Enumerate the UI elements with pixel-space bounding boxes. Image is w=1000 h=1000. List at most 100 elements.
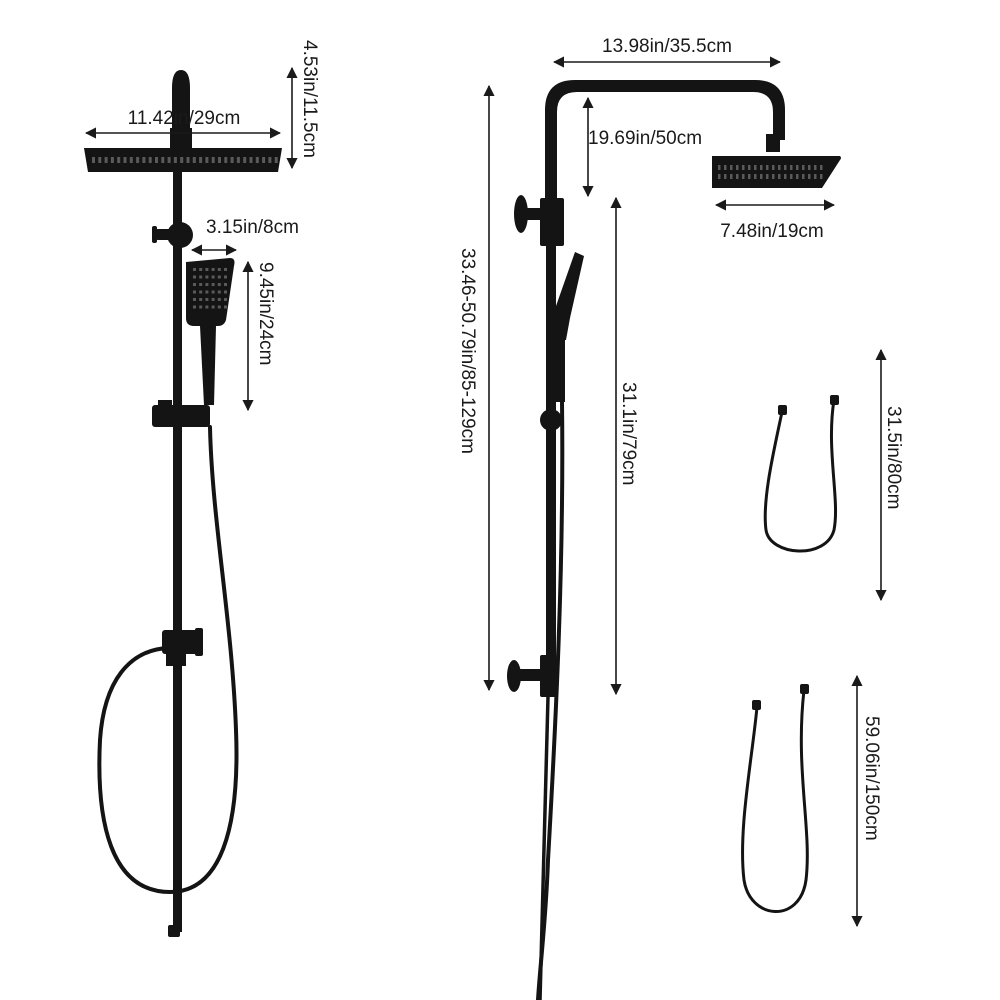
nozzle-hole bbox=[205, 283, 209, 286]
nozzle-hole bbox=[193, 305, 196, 309]
nozzle-hole bbox=[211, 283, 215, 286]
nozzle-hole bbox=[98, 157, 102, 163]
front-diverter-knob bbox=[152, 222, 193, 248]
nozzle-hole bbox=[724, 165, 727, 170]
nozzle-hole bbox=[736, 165, 739, 170]
nozzle-hole bbox=[193, 298, 196, 301]
side-rain-shower-head bbox=[712, 156, 841, 188]
nozzle-hole bbox=[199, 268, 203, 271]
nozzle-hole bbox=[211, 268, 215, 271]
nozzle-hole bbox=[820, 174, 823, 179]
nozzle-hole bbox=[802, 174, 805, 179]
short-hose-end-right bbox=[830, 395, 839, 405]
nozzle-hole bbox=[199, 283, 203, 286]
long-hose-dimension: 59.06in/150cm bbox=[851, 674, 882, 928]
nozzle-hole bbox=[766, 174, 769, 179]
long-hose-end-right bbox=[800, 684, 809, 694]
nozzle-hole bbox=[205, 298, 209, 301]
nozzle-hole bbox=[249, 157, 253, 163]
nozzle-hole bbox=[192, 157, 196, 163]
nozzle-hole bbox=[243, 157, 247, 163]
nozzle-hole bbox=[274, 157, 278, 163]
nozzle-hole bbox=[224, 290, 227, 294]
nozzle-hole bbox=[772, 174, 775, 179]
nozzle-hole bbox=[230, 157, 234, 163]
nozzle-hole bbox=[808, 165, 811, 170]
front-hose-end bbox=[168, 925, 180, 937]
nozzle-hole bbox=[180, 157, 184, 163]
nozzle-hole bbox=[760, 165, 763, 170]
side-dimensions: 13.98in/35.5cm 19.69in/50cm 7.48in/19cm … bbox=[457, 36, 836, 696]
nozzle-hole bbox=[167, 157, 171, 163]
nozzle-hole bbox=[790, 165, 793, 170]
nozzle-hole bbox=[772, 165, 775, 170]
side-hose-drop bbox=[538, 695, 550, 1000]
nozzle-hole bbox=[205, 157, 209, 163]
nozzle-hole bbox=[199, 298, 203, 301]
nozzle-hole bbox=[205, 290, 209, 294]
nozzle-hole bbox=[796, 165, 799, 170]
nozzle-hole bbox=[117, 157, 121, 163]
nozzle-hole bbox=[155, 157, 158, 163]
nozzle-hole bbox=[217, 268, 221, 271]
label-arm-drop: 19.69in/50cm bbox=[588, 128, 702, 149]
nozzle-hole bbox=[718, 174, 721, 179]
label-handheld-width: 3.15in/8cm bbox=[206, 217, 299, 238]
nozzle-hole bbox=[224, 298, 227, 301]
nozzle-hole bbox=[224, 283, 227, 286]
nozzle-hole bbox=[790, 174, 793, 179]
label-front-head-width: 11.42in/29cm bbox=[128, 108, 241, 129]
nozzle-hole bbox=[255, 157, 259, 163]
label-long-hose: 59.06in/150cm bbox=[861, 716, 882, 841]
nozzle-hole bbox=[754, 174, 757, 179]
nozzle-hole bbox=[262, 157, 266, 163]
nozzle-hole bbox=[736, 174, 739, 179]
short-hose-dimension: 31.5in/80cm bbox=[875, 348, 904, 602]
nozzle-hole bbox=[766, 165, 769, 170]
nozzle-hole bbox=[211, 298, 215, 301]
nozzle-hole bbox=[123, 157, 127, 163]
front-hose-connector bbox=[162, 628, 203, 666]
nozzle-hole bbox=[211, 305, 215, 309]
nozzle-hole bbox=[820, 165, 823, 170]
front-riser-pole bbox=[173, 172, 182, 932]
nozzle-hole bbox=[218, 157, 221, 163]
nozzle-hole bbox=[217, 298, 221, 301]
nozzle-hole bbox=[814, 165, 817, 170]
nozzle-hole bbox=[784, 174, 787, 179]
nozzle-hole bbox=[724, 174, 727, 179]
nozzle-hole bbox=[718, 165, 721, 170]
nozzle-hole bbox=[778, 174, 781, 179]
nozzle-hole bbox=[802, 165, 805, 170]
nozzle-hole bbox=[760, 174, 763, 179]
nozzle-hole bbox=[268, 157, 272, 163]
nozzle-hole bbox=[211, 157, 215, 163]
nozzle-hole bbox=[748, 165, 751, 170]
nozzle-hole bbox=[217, 290, 221, 294]
label-front-head-height: 4.53in/11.5cm bbox=[299, 40, 320, 158]
label-rail-length: 31.1in/79cm bbox=[618, 382, 639, 486]
front-rain-shower-head bbox=[84, 148, 282, 172]
nozzle-hole bbox=[148, 157, 152, 163]
side-upper-diverter bbox=[514, 195, 564, 246]
label-arm-width: 13.98in/35.5cm bbox=[602, 36, 732, 57]
nozzle-hole bbox=[211, 275, 215, 279]
front-dimensions: 11.42in/29cm 4.53in/11.5cm 3.15in/8cm 9.… bbox=[84, 40, 320, 412]
nozzle-hole bbox=[808, 174, 811, 179]
nozzle-hole bbox=[796, 174, 799, 179]
nozzle-hole bbox=[104, 157, 108, 163]
side-slide-knob bbox=[540, 409, 562, 431]
nozzle-hole bbox=[730, 165, 733, 170]
long-hose bbox=[741, 688, 809, 913]
nozzle-hole bbox=[814, 174, 817, 179]
side-head-swivel bbox=[766, 134, 780, 152]
side-view-shower bbox=[507, 80, 841, 1000]
nozzle-hole bbox=[193, 283, 196, 286]
nozzle-hole bbox=[205, 275, 209, 279]
front-hose bbox=[97, 425, 239, 895]
short-hose-end-left bbox=[778, 405, 787, 415]
nozzle-hole bbox=[224, 275, 227, 279]
nozzle-hole bbox=[193, 268, 196, 271]
